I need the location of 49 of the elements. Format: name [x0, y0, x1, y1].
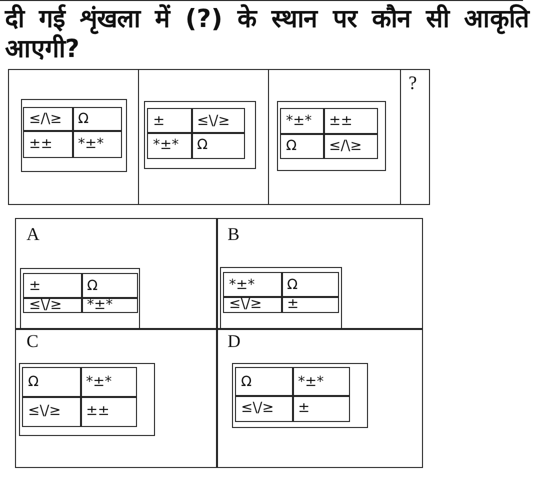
option-letter: A [26, 224, 40, 242]
symbol-cell: *±* [81, 297, 138, 312]
symbol-cell: Ω [72, 107, 122, 132]
question-text: दी गई शृंखला में (?) के स्थान पर कौन सी आकृति आएगी? [5, 4, 529, 64]
symbol-cell: ± [281, 296, 338, 312]
symbol-cell: *±* [292, 367, 350, 396]
symbol-cell: *±* [223, 272, 282, 298]
symbol-cell: Ω [235, 367, 294, 396]
symbol-cell: ±± [323, 108, 378, 134]
symbol-cell: ≤\/≥ [235, 395, 294, 422]
question-figure-panel [138, 69, 269, 205]
figure-frame [220, 266, 342, 330]
question-figure-panel [8, 69, 139, 205]
symbol-cell: ± [292, 395, 350, 422]
symbol-cell: ≤\/≥ [191, 108, 244, 134]
option-letter: B [228, 224, 240, 242]
symbol-cell: ≤\/≥ [223, 296, 282, 312]
symbol-cell: Ω [81, 273, 138, 298]
symbol-cell: *±* [280, 108, 324, 134]
symbol-cell: *±* [80, 367, 136, 398]
symbol-cell: ≤\/≥ [23, 297, 82, 312]
answer-option-panel [15, 218, 218, 330]
symbol-cell: ± [147, 108, 192, 134]
symbol-cell: Ω [280, 133, 324, 158]
missing-figure-panel [400, 69, 430, 205]
symbol-cell: ≤\/≥ [22, 396, 82, 426]
figure-frame [20, 268, 140, 330]
symbol-cell: *±* [147, 132, 192, 158]
symbol-cell: Ω [22, 367, 82, 398]
answer-option-panel [216, 218, 423, 330]
question-figure-panel [268, 69, 401, 205]
symbol-cell: Ω [281, 272, 338, 298]
symbol-cell: ±± [23, 130, 74, 158]
symbol-cell: ±± [80, 396, 136, 426]
symbol-cell: Ω [191, 132, 244, 158]
option-letter: C [26, 332, 39, 350]
answer-option-panel [216, 328, 423, 468]
question-mark: ? [408, 74, 417, 92]
symbol-cell: *±* [72, 130, 122, 158]
option-letter: D [228, 332, 240, 350]
symbol-cell: ± [23, 273, 82, 298]
symbol-cell: ≤/\≥ [323, 133, 378, 158]
figure-frame [232, 362, 368, 428]
figure-frame [20, 98, 126, 172]
symbol-cell: ≤/\≥ [23, 107, 74, 132]
figure-frame [144, 100, 256, 168]
answer-option-panel [15, 328, 218, 468]
figure-frame [18, 362, 154, 436]
figure-frame [276, 100, 386, 170]
